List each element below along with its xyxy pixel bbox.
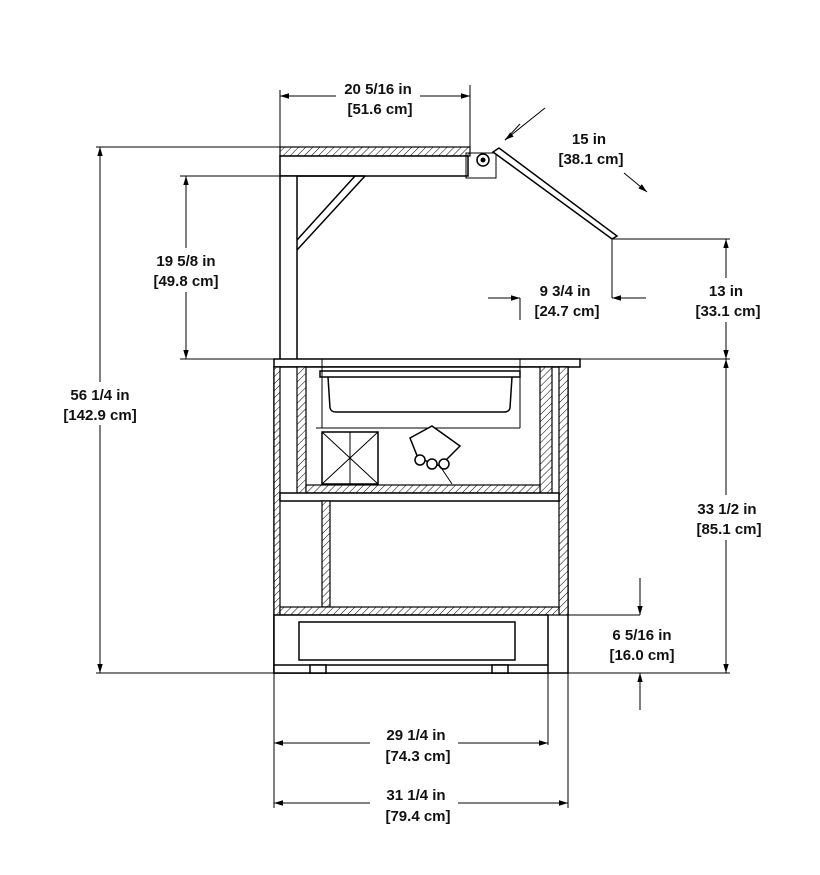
cabinet-shelf [279,492,560,502]
overall-height-metric: [142.9 cm] [63,407,136,424]
storage-crate [321,431,379,485]
guard-overhang-imperial: 9 3/4 in [540,283,591,300]
bottom-shelf [279,606,560,616]
extension-lines [96,85,730,808]
guard-height-metric: [33.1 cm] [695,303,760,320]
food-pan [316,359,521,429]
sneeze-guard-glass [491,147,619,240]
foot-right [491,664,509,674]
guard-height-imperial: 13 in [709,283,743,300]
counter-height-imperial: 33 1/2 in [697,501,756,518]
overshelf-bracket [296,175,366,251]
dimension-lines [97,93,729,806]
cabinet-right-wall [558,366,569,616]
heater-unit-icon [409,425,462,485]
base-height-metric: [16.0 cm] [609,647,674,664]
overshelf-width-imperial: 20 5/16 in [344,81,412,98]
well-bottom [305,484,541,494]
lower-divider [321,500,331,608]
sneeze-guard-imperial: 15 in [572,131,606,148]
unit-outline [273,146,619,674]
sneeze-guard-metric: [38.1 cm] [558,151,623,168]
countertop [273,358,581,368]
overshelf-clearance-metric: [49.8 cm] [153,273,218,290]
overshelf [279,146,471,157]
counter-height-metric: [85.1 cm] [696,521,761,538]
overshelf-clearance-imperial: 19 5/8 in [156,253,215,270]
foot-left [309,664,327,674]
overall-depth-metric: [79.4 cm] [385,808,450,825]
base-depth-metric: [74.3 cm] [385,748,450,765]
well-right-wall [539,366,553,496]
overshelf-frame [279,155,469,177]
overall-depth-imperial: 31 1/4 in [386,787,445,804]
dimension-labels: 20 5/16 in [51.6 cm] 15 in [38.1 cm] 19 … [63,81,761,825]
base-height-imperial: 6 5/16 in [612,627,671,644]
well-left-wall [296,366,307,496]
drawer-front [298,621,516,661]
overall-height-imperial: 56 1/4 in [70,387,129,404]
guard-overhang-metric: [24.7 cm] [534,303,599,320]
base-depth-imperial: 29 1/4 in [386,727,445,744]
hinge-icon [465,152,497,179]
overshelf-width-metric: [51.6 cm] [347,101,412,118]
